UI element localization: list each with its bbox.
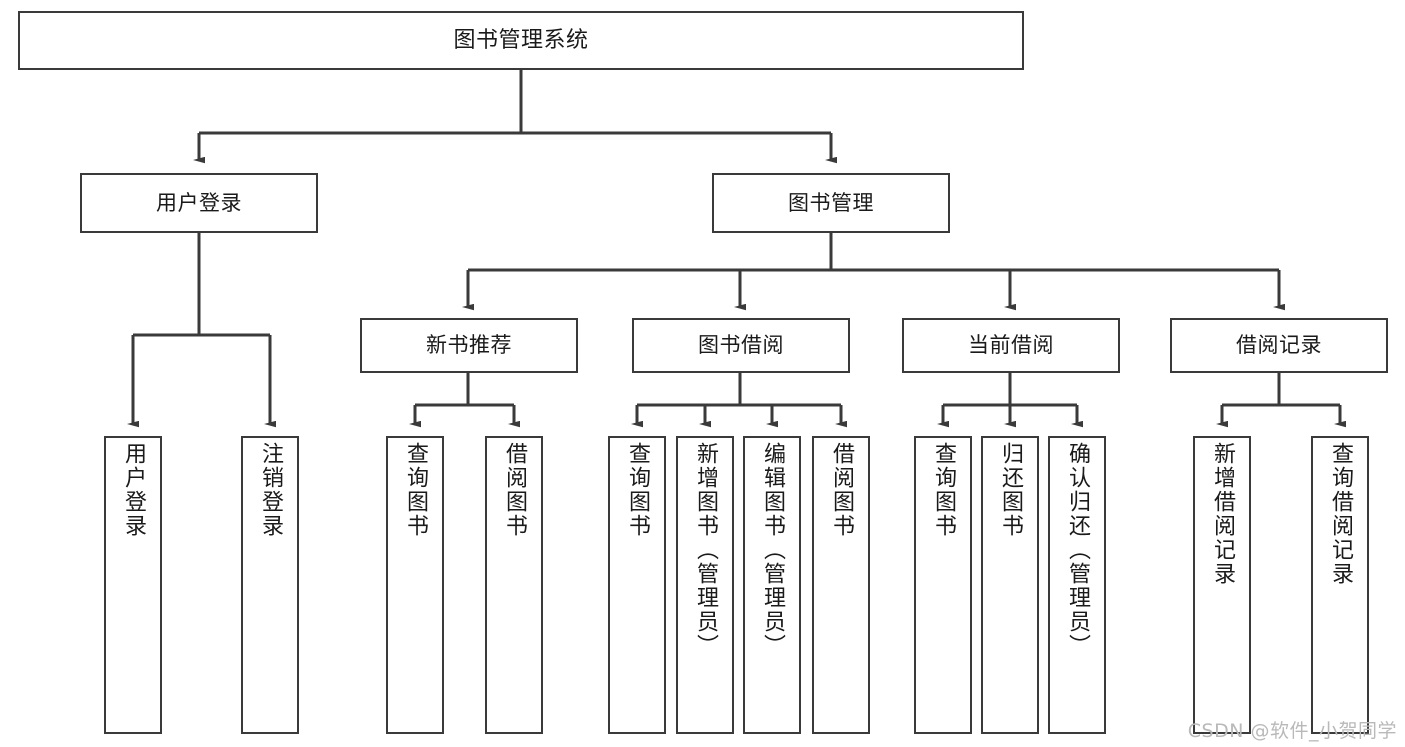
leaf-current-query-book[interactable]: 查询图书 (914, 436, 972, 734)
leaf-current-confirm-return[interactable]: 确认归还（管理员） (1048, 436, 1106, 734)
node-label: 确认归还（管理员） (1065, 442, 1090, 658)
node-label: 查询借阅记录 (1328, 442, 1353, 586)
node-label: 借阅图书 (502, 442, 527, 538)
node-label: 用户登录 (156, 190, 242, 215)
node-label: 图书管理系统 (453, 27, 589, 53)
leaf-current-return-book[interactable]: 归还图书 (981, 436, 1039, 734)
node-label: 查询图书 (403, 442, 428, 538)
node-label: 图书管理 (788, 190, 874, 215)
node-label: 新增图书（管理员） (693, 442, 718, 658)
node-label: 借阅记录 (1236, 333, 1322, 358)
node-label: 新书推荐 (426, 333, 512, 358)
node-book-management[interactable]: 图书管理 (712, 173, 950, 233)
node-root-system[interactable]: 图书管理系统 (18, 11, 1024, 70)
node-current-borrow[interactable]: 当前借阅 (902, 318, 1120, 373)
node-label: 编辑图书（管理员） (760, 442, 785, 658)
node-user-login[interactable]: 用户登录 (80, 173, 318, 233)
node-label: 当前借阅 (968, 333, 1054, 358)
leaf-new-book-query[interactable]: 查询图书 (386, 436, 444, 734)
leaf-record-add-record[interactable]: 新增借阅记录 (1193, 436, 1251, 734)
leaf-new-book-borrow[interactable]: 借阅图书 (485, 436, 543, 734)
node-label: 注销登录 (258, 442, 283, 538)
node-label: 归还图书 (998, 442, 1023, 538)
node-label: 新增借阅记录 (1210, 442, 1235, 586)
node-book-borrow[interactable]: 图书借阅 (632, 318, 850, 373)
node-borrow-record[interactable]: 借阅记录 (1170, 318, 1388, 373)
node-label: 查询图书 (931, 442, 956, 538)
leaf-borrow-query-book[interactable]: 查询图书 (608, 436, 666, 734)
csdn-watermark: CSDN @软件_小贺同学 (1187, 720, 1397, 742)
leaf-user-login-logout[interactable]: 注销登录 (241, 436, 299, 734)
node-label: 用户登录 (121, 442, 146, 538)
leaf-borrow-add-book[interactable]: 新增图书（管理员） (676, 436, 734, 734)
node-label: 借阅图书 (829, 442, 854, 538)
node-new-book-recommend[interactable]: 新书推荐 (360, 318, 578, 373)
node-label: 图书借阅 (698, 333, 784, 358)
node-label: 查询图书 (625, 442, 650, 538)
leaf-user-login-login[interactable]: 用户登录 (104, 436, 162, 734)
leaf-borrow-edit-book[interactable]: 编辑图书（管理员） (743, 436, 801, 734)
leaf-borrow-borrow-book[interactable]: 借阅图书 (812, 436, 870, 734)
leaf-record-query-record[interactable]: 查询借阅记录 (1311, 436, 1369, 734)
